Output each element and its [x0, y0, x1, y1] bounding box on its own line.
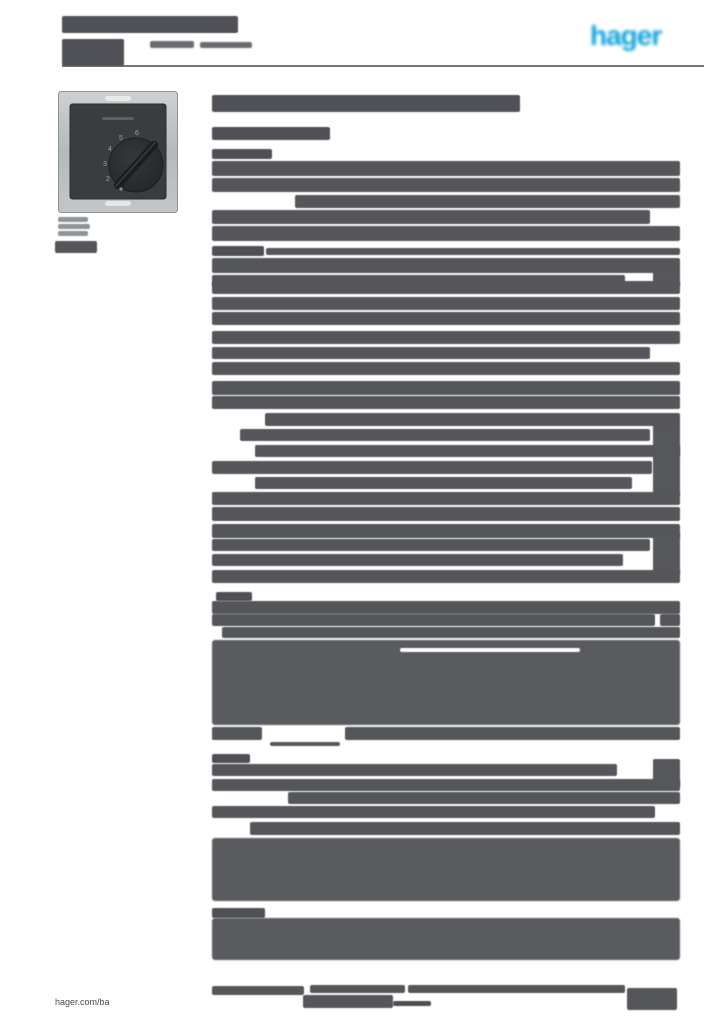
section-heading-redaction [212, 127, 330, 140]
accessory-thumbnails [58, 224, 90, 229]
section-heading-redaction [216, 592, 252, 601]
dial-number: 3 [103, 161, 107, 168]
redacted-text-line [212, 779, 680, 791]
redacted-text-line [212, 539, 650, 551]
redacted-text-line [250, 822, 680, 835]
redacted-text-line [295, 195, 680, 208]
section-heading-redaction [212, 149, 272, 159]
redacted-text-line [240, 429, 650, 441]
redacted-text-line [212, 312, 680, 325]
footer-link[interactable]: hager.com/ba [52, 996, 113, 1008]
dial-number: 6 [135, 130, 139, 137]
header-rule [62, 65, 704, 67]
redacted-text-line [212, 806, 655, 818]
redacted-text-line [270, 742, 340, 746]
redacted-text-line [212, 524, 680, 538]
accessory-thumbnails [58, 231, 88, 236]
redacted-text-line [345, 727, 680, 740]
redacted-text-line [212, 986, 304, 995]
redacted-text-line [255, 477, 632, 489]
redacted-text-line [212, 347, 650, 359]
redacted-text-line [212, 507, 680, 521]
product-photo: 2 3 4 5 6 [58, 91, 178, 213]
redacted-text-line [288, 792, 680, 804]
redacted-text-line [212, 281, 680, 294]
redacted-text-line [222, 627, 680, 638]
product-caption-redaction [55, 241, 97, 253]
section-heading-redaction [212, 754, 250, 763]
dial-number: 4 [108, 146, 112, 153]
redacted-text-line [212, 554, 623, 566]
main-title-redaction [212, 95, 520, 112]
redacted-text-line [212, 178, 680, 192]
knob-dial-scale: 2 3 4 5 6 [103, 130, 139, 183]
redacted-paragraph-block [212, 838, 680, 901]
hager-logo: hager [590, 20, 662, 51]
redacted-text-line [212, 226, 680, 241]
redacted-paragraph-block [212, 918, 680, 960]
knob-pointer [113, 140, 159, 190]
knob-pointer-highlight [115, 141, 156, 187]
section-heading-redaction [212, 908, 265, 918]
redacted-text-line [266, 248, 680, 255]
redacted-text-line [408, 985, 625, 993]
redacted-text-line [212, 362, 680, 375]
header-title-redaction [62, 16, 238, 33]
redacted-text-line [255, 445, 680, 457]
redacted-text-line [212, 727, 262, 740]
redacted-text-line [212, 161, 680, 176]
dial-number: 2 [106, 176, 110, 183]
redacted-text-line [212, 764, 617, 776]
frame-slot-top [105, 96, 131, 101]
dial-number: 5 [119, 135, 123, 142]
redacted-text-line [212, 258, 680, 273]
redacted-text-line [212, 381, 680, 395]
header-subtitle-redaction [150, 41, 194, 48]
redacted-text-line [660, 614, 680, 626]
redacted-text-line [212, 492, 680, 505]
value-column-redaction [653, 424, 680, 496]
redacted-text-line [212, 331, 680, 344]
value-column-redaction [653, 271, 680, 287]
redacted-text-line [212, 210, 650, 224]
redacted-text-line [212, 601, 680, 614]
dial-index-dot [119, 187, 123, 191]
redacted-text-line [212, 396, 680, 409]
footer-pagenumber-redaction [627, 988, 677, 1010]
section-heading-redaction [212, 246, 264, 256]
redacted-text-line [212, 297, 680, 310]
accessory-thumbnails [58, 217, 88, 222]
paragraph-gap [400, 648, 580, 652]
header-subtitle-redaction [200, 42, 252, 48]
plate-brand-mark [102, 117, 134, 120]
redacted-text-line [212, 461, 652, 474]
footer-center-redaction [303, 995, 393, 1008]
redacted-text-line [265, 413, 680, 426]
redacted-text-line [212, 570, 680, 583]
value-column-redaction [653, 533, 680, 575]
footer-dash-redaction [393, 1001, 431, 1006]
redacted-text-line [212, 614, 655, 626]
redacted-paragraph-block [212, 640, 680, 725]
frame-slot-bottom [105, 201, 131, 206]
redacted-text-line [310, 985, 405, 993]
header-title-redaction [62, 39, 124, 66]
value-column-redaction [653, 759, 680, 788]
